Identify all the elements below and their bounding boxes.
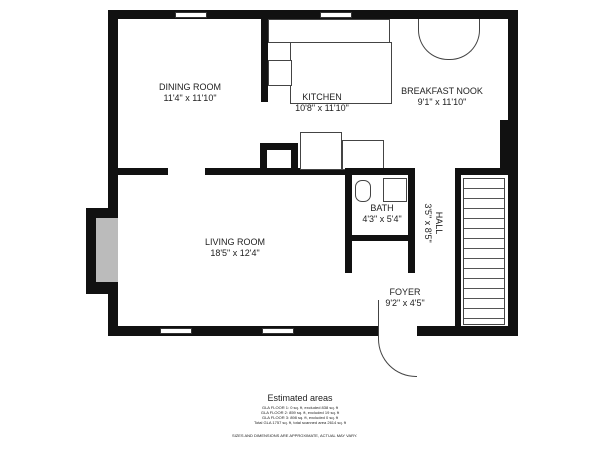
room-name: KITCHEN bbox=[302, 92, 342, 102]
room-size: 9'2" x 4'5" bbox=[385, 298, 425, 308]
nook-door bbox=[418, 19, 480, 60]
room-name: BATH bbox=[370, 203, 394, 213]
counter bbox=[342, 140, 384, 170]
area-line: GLA FLOOR 2: 859 sq. ft, excluded 19 sq.… bbox=[260, 410, 340, 415]
room-name: BREAKFAST NOOK bbox=[401, 86, 483, 96]
room-size: 9'1" x 11'10" bbox=[417, 97, 467, 107]
room-name: FOYER bbox=[389, 287, 421, 297]
room-size: 11'4" x 11'10" bbox=[163, 93, 217, 103]
toilet bbox=[355, 180, 371, 202]
wall-dining-living bbox=[108, 168, 168, 175]
wall-bottom-right bbox=[415, 326, 518, 336]
room-name: LIVING ROOM bbox=[204, 237, 266, 247]
window bbox=[320, 12, 352, 18]
room-name: DINING ROOM bbox=[159, 82, 221, 92]
wall-top bbox=[108, 10, 518, 19]
wall-bath-bottom bbox=[345, 235, 415, 241]
areas-title: Estimated areas bbox=[267, 393, 333, 403]
wall-bath-left bbox=[345, 168, 352, 273]
wall-stairs bbox=[455, 168, 461, 328]
wall-bath-top bbox=[345, 168, 415, 175]
front-door bbox=[378, 300, 417, 377]
closet-inner bbox=[267, 150, 291, 168]
hearth bbox=[96, 218, 118, 282]
window bbox=[175, 12, 207, 18]
stairs bbox=[463, 178, 505, 325]
area-line: GLA FLOOR 1: 0 sq. ft, excluded 838 sq. … bbox=[261, 405, 339, 410]
wall-kitchen-left bbox=[261, 10, 268, 102]
room-size: 4'3" x 5'4" bbox=[362, 214, 402, 224]
disclaimer: SIZES AND DIMENSIONS ARE APPROXIMATE, AC… bbox=[232, 433, 358, 438]
wall-nook-right bbox=[500, 120, 510, 170]
window bbox=[262, 328, 294, 334]
kitchen-counter bbox=[268, 19, 390, 43]
window bbox=[160, 328, 192, 334]
stove bbox=[268, 60, 292, 86]
area-line: GLA FLOOR 3: 898 sq. ft, excluded 0 sq. … bbox=[261, 415, 339, 420]
wall-hall-upper bbox=[455, 168, 515, 175]
fridge bbox=[300, 132, 342, 170]
room-name: HALL bbox=[434, 211, 444, 235]
wall-bath-right bbox=[408, 168, 415, 273]
room-size: 3'5" x 8'5" bbox=[423, 203, 433, 243]
room-size: 10'8" x 11'10" bbox=[295, 103, 349, 113]
sink bbox=[383, 178, 407, 202]
room-size: 18'5" x 12'4" bbox=[210, 248, 260, 258]
wall-bottom-left bbox=[108, 326, 378, 336]
area-line: Total GLA 1757 sq. ft, total scanned are… bbox=[253, 420, 347, 425]
